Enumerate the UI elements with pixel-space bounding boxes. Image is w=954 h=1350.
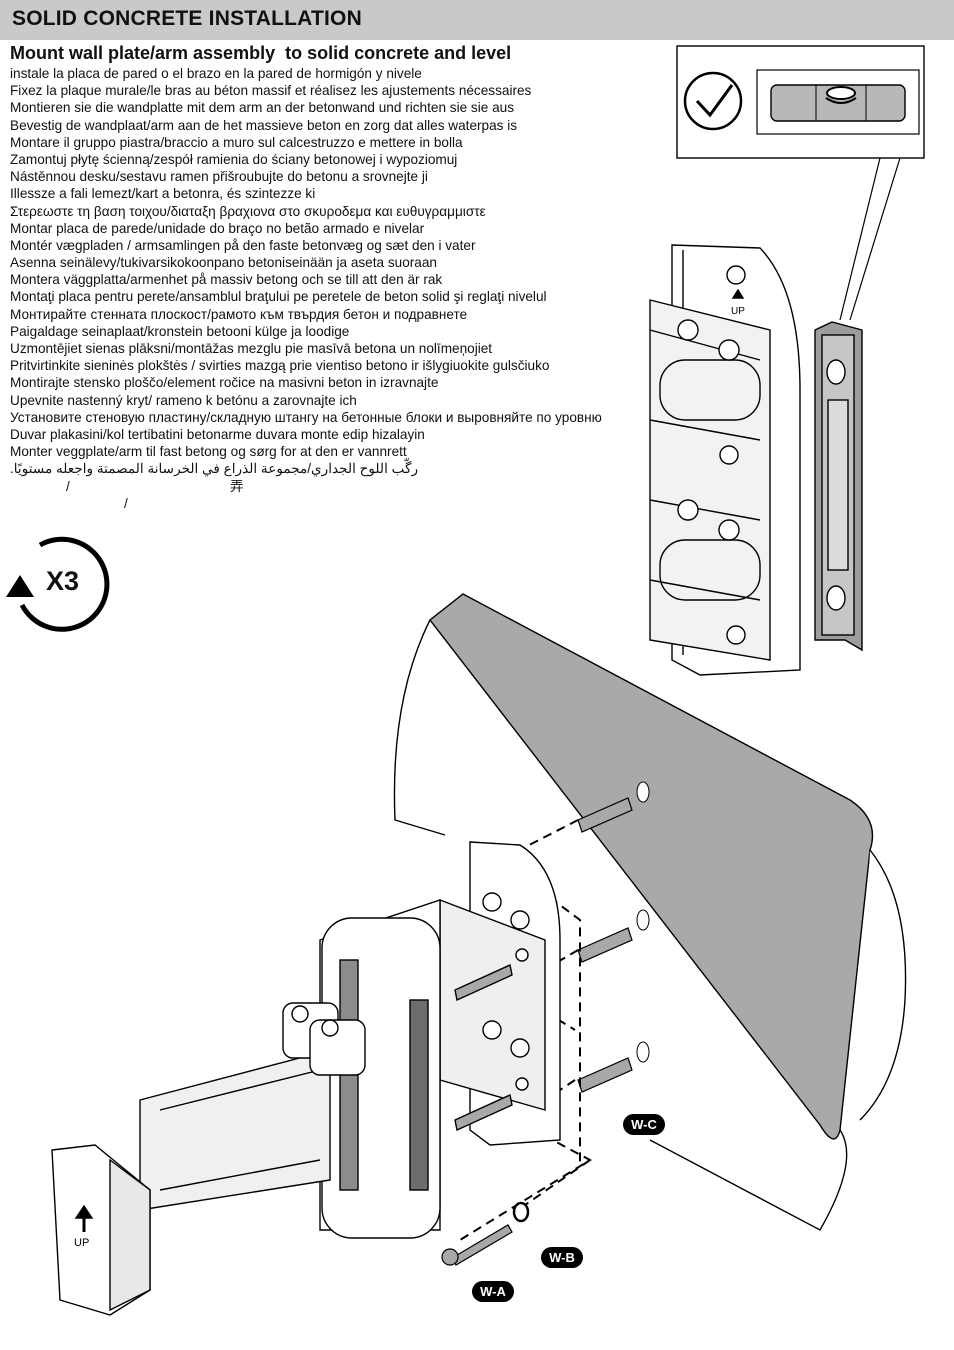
translation-da: Montér vægpladen / armsamlingen på den f… [10, 237, 476, 253]
translation-no: Monter veggplate/arm til fast betong og … [10, 444, 407, 460]
translation-sv: Montera väggplatta/armenhet på massiv be… [10, 272, 443, 288]
svg-text:UP: UP [731, 306, 745, 317]
translation-sk: Upevnite nastenný kryt/ rameno k betónu … [10, 392, 357, 408]
arm-assembly: UP [51, 841, 561, 1316]
translation-lv: Uzmontējiet sienas plāksni/montāžas mezg… [10, 341, 493, 356]
page-title: SOLID CONCRETE INSTALLATION [12, 7, 362, 30]
translation-ar: رگّب اللوح الجداري/مجموعة الذراع في الخر… [10, 461, 419, 477]
slash-text: / [124, 495, 128, 511]
translation-lt: Pritvirtinkite sieninės plokštės / svirt… [10, 358, 550, 374]
translation-fr: Fixez la plaque murale/le bras au béton … [10, 83, 532, 99]
translation-ro: Montaţi placa pentru perete/ansamblul br… [10, 289, 547, 305]
part-label-wa: W-A [472, 1281, 514, 1302]
translation-de: Montieren sie die wandplatte mit dem arm… [10, 100, 515, 116]
translation-cs: Nástěnnou desku/sestavu ramen přišroubuj… [10, 169, 428, 185]
translation-blank-2: / [10, 495, 650, 512]
translation-pl: Zamontuj płytę ścienną/zespół ramienia d… [10, 151, 458, 167]
translation-fi: Asenna seinälevy/tukivarsikokoonpano bet… [10, 255, 437, 271]
check-circle-icon [683, 71, 743, 131]
header-bar: SOLID CONCRETE INSTALLATION [0, 0, 954, 40]
spirit-level [814, 321, 863, 652]
translation-list: instale la placa de pared o el brazo en … [10, 65, 650, 512]
wall-anchors [577, 797, 633, 1093]
translation-pt: Montar placa de parede/unidade do braço … [10, 220, 425, 236]
instruction-title: Mount wall plate/arm assembly to solid c… [10, 43, 512, 63]
check-mark-icon [695, 84, 734, 118]
part-label-wb: W-B [541, 1247, 583, 1268]
translation-nl: Bevestig de wandplaat/arm aan de het mas… [10, 117, 518, 133]
svg-text:UP: UP [74, 1237, 89, 1249]
up-arrow-icon [731, 288, 745, 299]
translation-sl: Montirajte stensko ploščo/element ročice… [10, 375, 439, 391]
translation-bg: Монтирайте стенната плоскост/рамото към … [10, 306, 468, 322]
wall-plate-detail: UP [649, 244, 801, 676]
cjk-text: 弄 [230, 478, 244, 494]
translation-it: Montare il gruppo piastra/braccio a muro… [10, 134, 463, 150]
translation-tr: Duvar plakasini/kol tertibatini betonarm… [10, 426, 425, 442]
translation-hu: Illessze a fali lemezt/kart a betonra, é… [10, 186, 316, 202]
translation-blank-1: / 弄 [10, 478, 650, 495]
part-label-wc: W-C [623, 1114, 665, 1135]
translation-es: instale la placa de pared o el brazo en … [10, 66, 422, 81]
hardware [441, 1201, 530, 1266]
concrete-wall [393, 593, 907, 1231]
rotate-arrow-icon [6, 536, 110, 632]
slash-text: / [66, 478, 70, 494]
level-callout [676, 45, 925, 321]
repeat-count: X3 [46, 566, 80, 596]
translation-ru: Установите стеновую пластину/складную шт… [10, 409, 602, 425]
translation-et: Paigaldage seinaplaat/kronstein betooni … [10, 323, 350, 339]
translation-el: Στερεωστε τη βαση τοιχου/διαταξη βραχιον… [10, 203, 486, 219]
